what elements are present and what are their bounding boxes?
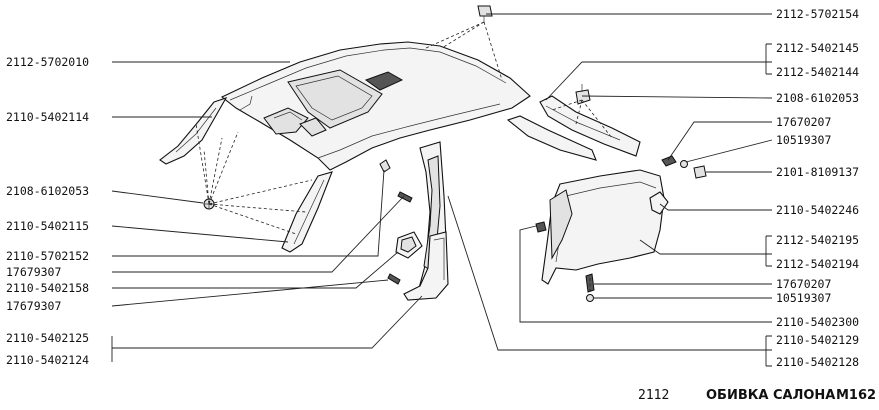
label-brackets [111, 43, 772, 367]
label-2110-5402129: 2110-5402129 [776, 333, 859, 347]
label-2110-5402300: 2110-5402300 [776, 315, 859, 329]
label-2110-5402125: 2110-5402125 [6, 331, 89, 345]
label-2110-5402158: 2110-5402158 [6, 281, 89, 295]
label-10519307-b: 10519307 [776, 291, 831, 305]
label-2112-5402144: 2112-5402144 [776, 65, 859, 79]
pin-right-part [535, 221, 547, 233]
label-2108-6102053-left: 2108-6102053 [6, 184, 89, 198]
label-2112-5402194: 2112-5402194 [776, 257, 859, 271]
a-pillar-trim-right-part [506, 95, 641, 161]
label-2108-6102053-right: 2108-6102053 [776, 91, 859, 105]
label-2112-5402195: 2112-5402195 [776, 233, 859, 247]
right-labels: 2112-5702154 2112-5402145 2112-5402144 2… [776, 7, 859, 369]
roof-headliner-part [220, 41, 531, 171]
label-17679307-b: 17679307 [6, 299, 61, 313]
a-pillar-trim-left-part [159, 97, 228, 165]
footer-code: M162 [836, 388, 876, 403]
lamp-lens-part [649, 191, 669, 215]
b-pillar-center-part [403, 141, 449, 301]
screw-b-part [387, 273, 401, 285]
hook-part [379, 159, 391, 173]
screw-right-top-part [661, 155, 707, 179]
label-2112-5702010: 2112-5702010 [6, 55, 89, 69]
bezel-part [395, 231, 423, 259]
left-labels: 2112-5702010 2110-5402114 2108-6102053 2… [6, 55, 89, 367]
label-2110-5402114: 2110-5402114 [6, 110, 89, 124]
leader-lines [111, 13, 773, 351]
label-2110-5402128: 2110-5402128 [776, 355, 859, 369]
footer: 2112 ОБИВКА САЛОНА M162 [638, 388, 876, 403]
label-2110-5402246: 2110-5402246 [776, 203, 859, 217]
rear-quarter-trim-part [541, 169, 665, 285]
label-2112-5702154: 2112-5702154 [776, 7, 859, 21]
label-10519307-a: 10519307 [776, 133, 831, 147]
label-2110-5402124: 2110-5402124 [6, 353, 89, 367]
roof-clip-top-part [477, 5, 493, 22]
b-pillar-trim-left-part [281, 171, 333, 253]
label-2110-5402115: 2110-5402115 [6, 219, 89, 233]
label-2112-5402145: 2112-5402145 [776, 41, 859, 55]
screw-a-part [397, 191, 413, 203]
footer-model: 2112 [638, 388, 669, 403]
label-17670207-a: 17670207 [776, 115, 831, 129]
assembly-dashed-lines [195, 21, 613, 292]
label-2101-8109137: 2101-8109137 [776, 165, 859, 179]
footer-title: ОБИВКА САЛОНА [706, 388, 835, 403]
label-17670207-b: 17670207 [776, 277, 831, 291]
label-2110-5702152: 2110-5702152 [6, 249, 89, 263]
label-17679307-a: 17679307 [6, 265, 61, 279]
